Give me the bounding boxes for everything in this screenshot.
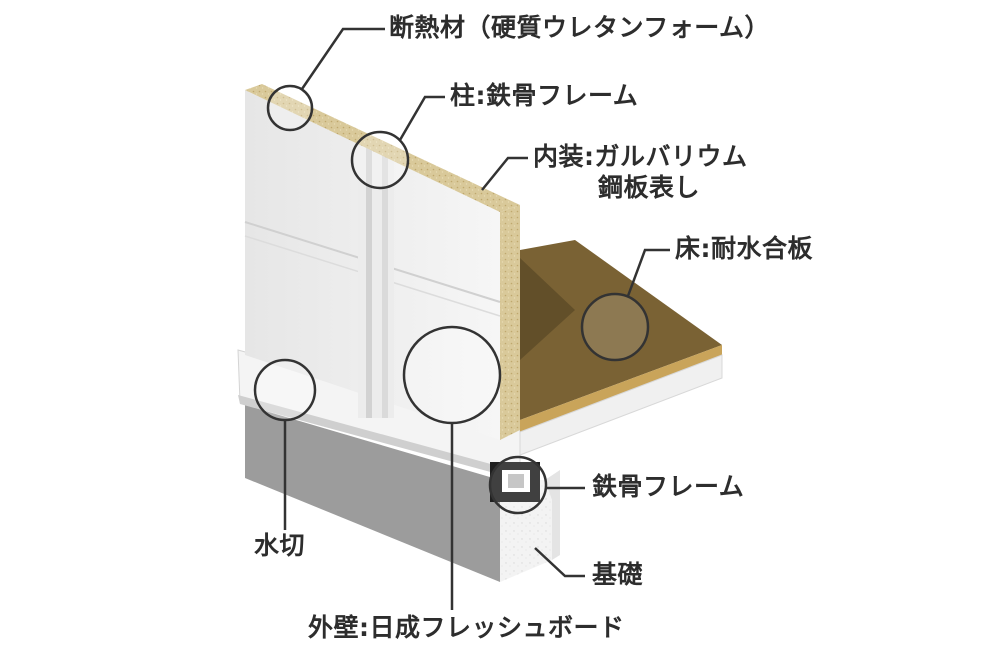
label-interior-line2: 鋼板表し	[598, 173, 701, 203]
leader-column	[398, 95, 445, 141]
floor-underlayer	[519, 354, 723, 456]
leader-interior	[481, 156, 528, 191]
leader-foundation	[534, 547, 585, 578]
label-insulation: 断熱材（硬質ウレタンフォーム）	[389, 13, 771, 42]
leader-insulation	[300, 27, 385, 90]
insulation-side	[500, 205, 520, 440]
floor-plywood-edge	[520, 345, 722, 432]
callout-circle-flashing	[253, 358, 317, 422]
leader-floor	[626, 248, 670, 297]
label-interior-line1: 内装:ガルバリウム	[533, 142, 748, 171]
label-interior: 内装:ガルバリウム 鋼板表し	[533, 141, 748, 204]
label-floor: 床:耐水合板	[675, 234, 813, 263]
insulation-top	[245, 84, 520, 212]
callout-circle-column	[350, 130, 410, 190]
foundation-front	[500, 480, 552, 582]
callout-circle-floor	[580, 292, 650, 362]
floor-plywood-top	[520, 240, 722, 420]
concrete-base-left	[245, 405, 500, 582]
callout-circle-exterior	[402, 325, 502, 425]
callout-circle-insulation	[266, 84, 314, 132]
label-column: 柱:鉄骨フレーム	[450, 81, 639, 110]
label-steel-frame: 鉄骨フレーム	[592, 472, 745, 501]
label-flashing: 水切	[254, 531, 306, 560]
label-foundation: 基礎	[592, 560, 644, 589]
foundation-side	[545, 470, 560, 560]
callout-circle-steel-frame	[488, 455, 548, 515]
label-exterior: 外壁:日成フレッシュボード	[308, 613, 625, 642]
